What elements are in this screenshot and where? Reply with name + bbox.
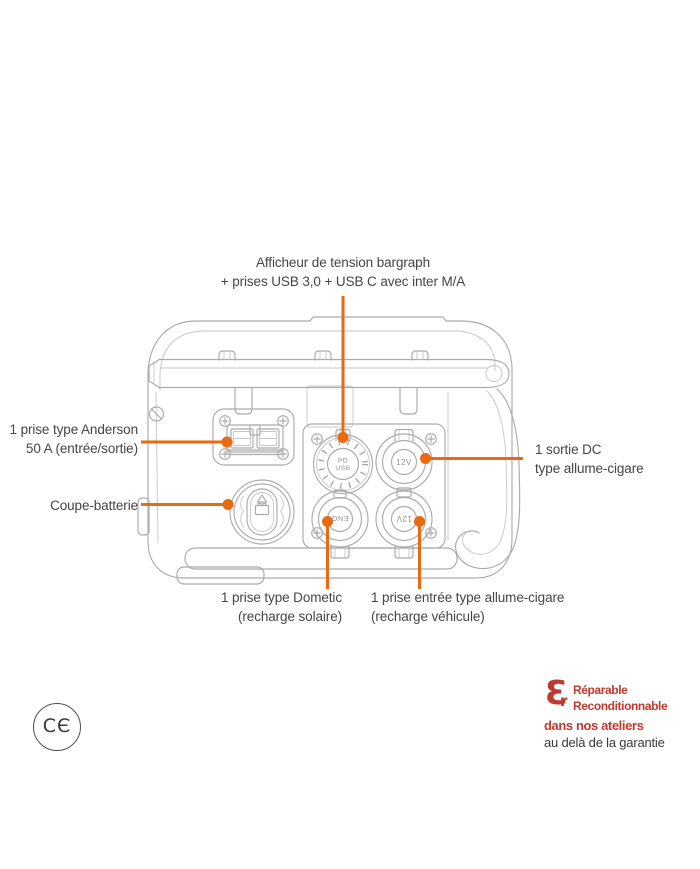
leader-dot-battery-switch	[222, 499, 234, 510]
annotation-battery-switch: Coupe-batterie	[0, 496, 138, 515]
usb-port-label-usb: USB	[335, 465, 350, 472]
anderson-connector	[226, 424, 284, 456]
leader-dot-cigare-in	[414, 516, 425, 527]
annotation-dc-out-line1: 1 sortie DC	[535, 442, 602, 457]
annotation-dometic: 1 prise type Dometic (recharge solaire)	[162, 588, 342, 626]
solar-port-label: ENG	[331, 514, 348, 523]
annotation-dc-out-line2: type allume-cigare	[535, 461, 644, 476]
device-handle	[148, 350, 510, 415]
screw-icon	[311, 527, 323, 539]
leader-dot-dc-out	[420, 453, 431, 464]
device-illustration: PD USB 12V ENG 12V	[137, 296, 523, 589]
leader-dot-usb	[337, 432, 349, 443]
annotation-usb-voltmeter-line1: Afficheur de tension bargraph	[256, 255, 430, 270]
vehicle-input-port: 12V	[375, 490, 433, 559]
leader-lines	[141, 296, 523, 589]
annotation-cigare-in: 1 prise entrée type allume-cigare (recha…	[371, 588, 564, 626]
battery-icon	[254, 502, 270, 516]
screw-icon	[219, 415, 231, 427]
screw-icon	[425, 433, 437, 445]
annotation-dometic-line2: (recharge solaire)	[238, 609, 342, 624]
ce-mark-text: CЄ	[42, 715, 72, 737]
annotation-usb-voltmeter-line2: + prises USB 3,0 + USB C avec inter M/A	[220, 274, 466, 289]
usb-port-label-pd: PD	[338, 458, 348, 465]
annotation-usb-voltmeter: Afficheur de tension bargraph + prises U…	[120, 253, 566, 291]
annotation-anderson-line2: 50 A (entrée/sortie)	[25, 441, 138, 456]
ports-plate	[302, 423, 446, 549]
badge-line-ateliers: dans nos ateliers	[544, 718, 644, 733]
leader-dot-dometic	[322, 516, 333, 527]
ce-mark: CЄ	[33, 703, 81, 751]
screw-icon	[425, 527, 437, 539]
annotation-anderson: 1 prise type Anderson 50 A (entrée/sorti…	[0, 420, 139, 458]
annotation-dc-out: 1 sortie DC type allume-cigare	[535, 440, 644, 478]
device-case	[137, 316, 513, 585]
badge-line-reconditionnable: Reconditionnable	[573, 699, 668, 713]
ampersand-icon-r: r	[560, 692, 568, 710]
annotation-cigare-in-line2: (recharge véhicule)	[371, 609, 485, 624]
leader-dot-anderson	[221, 436, 233, 448]
annotation-anderson-line1: 1 prise type Anderson	[9, 422, 139, 437]
device-side-strap	[455, 388, 521, 570]
badge-line-reparable: Réparable	[573, 683, 628, 697]
dc-output-port-label: 12V	[396, 458, 412, 467]
ampersand-icon: Ɛ	[545, 673, 568, 712]
annotation-dometic-line1: 1 prise type Dometic	[220, 590, 342, 605]
badge-line-garantie: au delà de la garantie	[544, 735, 665, 750]
battery-cutoff-knob	[229, 479, 295, 545]
anderson-plate	[212, 408, 295, 466]
screw-icon	[311, 433, 323, 445]
warning-triangle-icon	[256, 494, 268, 503]
annotation-cigare-in-line1: 1 prise entrée type allume-cigare	[371, 590, 565, 605]
vehicle-port-label: 12V	[396, 514, 412, 523]
annotation-battery-switch-line1: Coupe-batterie	[50, 498, 138, 513]
